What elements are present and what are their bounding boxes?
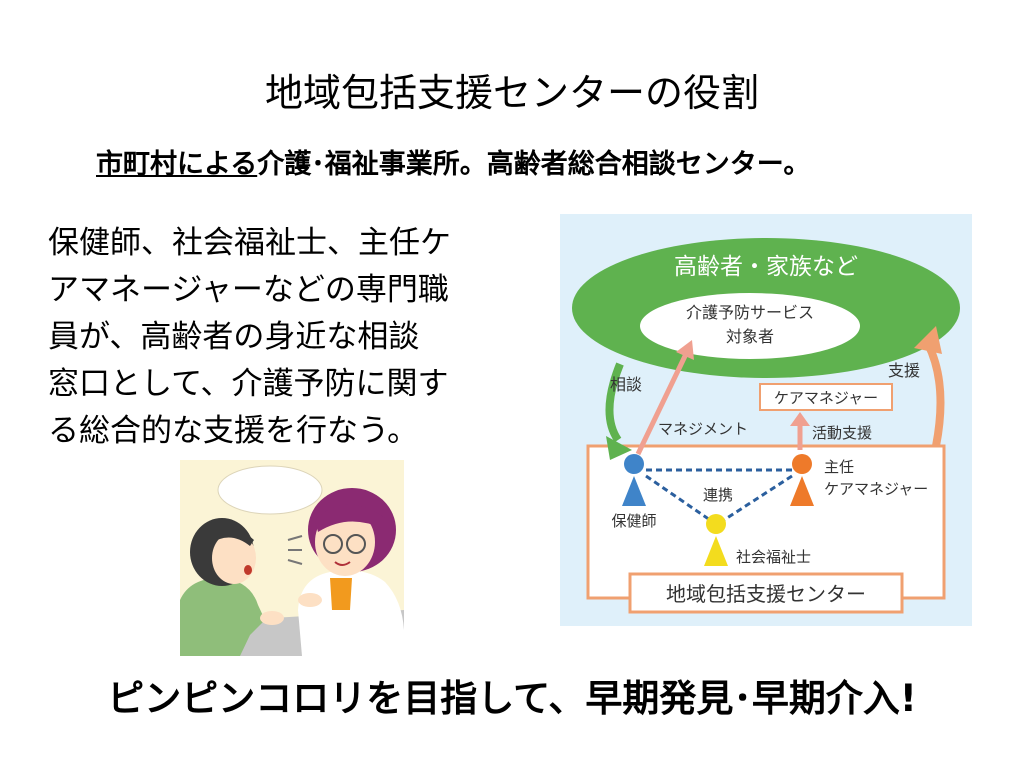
chief-care-manager-line2: ケアマネジャー xyxy=(824,480,928,498)
consultation-arrow xyxy=(605,362,624,443)
management-arrow xyxy=(635,352,689,456)
service-target-line1: 介護予防サービス xyxy=(686,303,814,322)
linkage-label: 連携 xyxy=(703,486,733,504)
consultation-arrowhead-icon xyxy=(606,436,632,460)
body-line: アマネージャーなどの専門職 xyxy=(48,272,449,308)
public-health-nurse-body-icon xyxy=(622,476,646,506)
service-target-ellipse xyxy=(640,293,860,359)
page-title: 地域包括支援センターの役割 xyxy=(264,71,759,115)
center-label-box xyxy=(628,572,904,614)
body-line: 窓口として、介護予防に関す xyxy=(48,366,449,402)
service-target-line2: 対象者 xyxy=(726,327,774,346)
caremanager-box xyxy=(759,383,893,411)
social-worker-label: 社会福祉士 xyxy=(736,548,811,566)
linkage-line xyxy=(723,474,793,522)
social-worker-body-icon xyxy=(704,536,728,566)
linkage-line xyxy=(645,474,711,522)
center-role-diagram: 高齢者・家族など 介護予防サービス 対象者 地域包括支援センター 相談 支援 マ… xyxy=(560,214,972,626)
chief-care-manager-body-icon xyxy=(790,476,814,506)
center-label: 地域包括支援センター xyxy=(666,582,866,606)
body-text: 保健師、社会福祉士、主任ケ アマネージャーなどの専門職 員が、高齢者の身近な相談… xyxy=(48,220,548,455)
activity-support-arrowhead-icon xyxy=(790,412,810,426)
subtitle: 市町村による介護･福祉事業所。高齢者総合相談センター。 xyxy=(96,142,810,181)
subtitle-rest: 介護･福祉事業所。高齢者総合相談センター。 xyxy=(257,149,811,180)
elderly-family-label: 高齢者・家族など xyxy=(674,254,858,280)
body-line: る総合的な支援を行なう。 xyxy=(48,413,419,449)
public-health-nurse-head-icon xyxy=(624,454,644,474)
support-arrowhead-icon xyxy=(914,326,942,354)
body-line: 保健師、社会福祉士、主任ケ xyxy=(48,225,451,261)
support-label: 支援 xyxy=(888,361,920,380)
support-arrow xyxy=(924,342,945,447)
chief-care-manager-line1: 主任 xyxy=(824,458,854,476)
social-worker-head-icon xyxy=(706,514,726,534)
management-label: マネジメント xyxy=(658,420,748,438)
caremanager-label: ケアマネジャー xyxy=(774,389,878,407)
activity-support-label: 活動支援 xyxy=(812,424,872,442)
consultation-illustration xyxy=(180,460,404,656)
body-line: 員が、高齢者の身近な相談 xyxy=(48,319,420,355)
public-health-nurse-label: 保健師 xyxy=(611,512,656,530)
management-arrowhead-icon xyxy=(676,340,694,360)
bottom-slogan: ピンピンコロリを目指して、早期発見･早期介入! xyxy=(107,677,917,720)
consultation-label: 相談 xyxy=(610,375,642,394)
subtitle-underlined: 市町村による xyxy=(96,149,258,180)
chief-care-manager-head-icon xyxy=(792,454,812,474)
